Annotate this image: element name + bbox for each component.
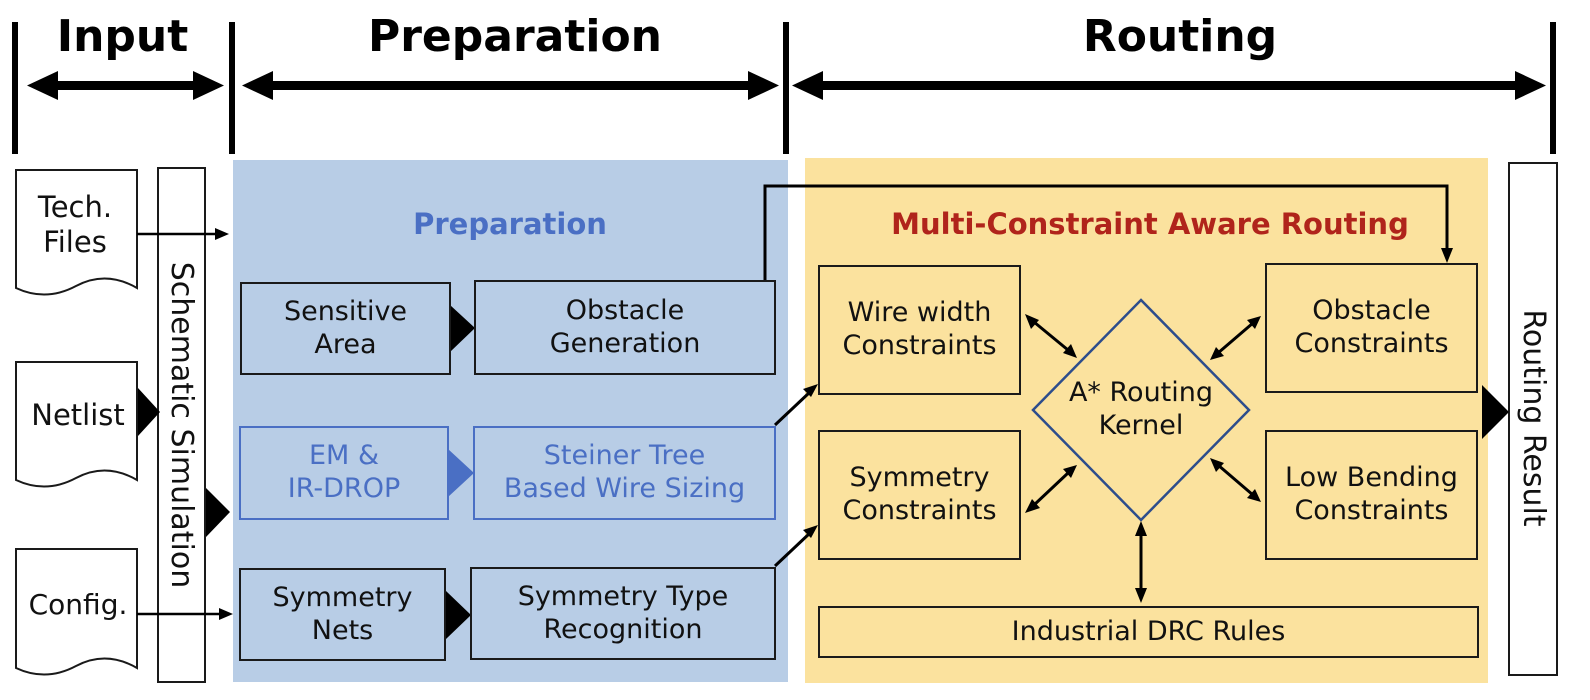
symmetry-constraints-box: Symmetry Constraints bbox=[818, 430, 1021, 560]
symmetry-kernel-arrow bbox=[1025, 465, 1077, 513]
stage-header-routing: Routing bbox=[1082, 11, 1278, 63]
sensitive-area-connector bbox=[450, 305, 475, 352]
a-star-kernel-label: A* Routing Kernel bbox=[1068, 377, 1214, 441]
steiner-to-wire-arrow bbox=[773, 384, 818, 427]
config-label: Config. bbox=[28, 587, 128, 621]
divider-bar bbox=[1550, 22, 1556, 154]
obstacle-constraints-box: Obstacle Constraints bbox=[1265, 263, 1478, 393]
drc-rules-box: Industrial DRC Rules bbox=[818, 606, 1479, 658]
divider-bar bbox=[783, 22, 789, 154]
schematic-simulation-bar bbox=[157, 167, 206, 683]
routing-result-bar bbox=[1508, 162, 1558, 676]
steiner-tree-label: Steiner Tree Based Wire Sizing bbox=[503, 440, 746, 504]
sensitive-area-box: Sensitive Area bbox=[240, 282, 451, 375]
preparation-panel bbox=[233, 160, 788, 682]
preparation-span-arrow bbox=[242, 71, 779, 100]
symmetry-nets-connector bbox=[446, 591, 471, 639]
wire-width-box: Wire width Constraints bbox=[818, 265, 1021, 395]
input-span-arrow bbox=[27, 71, 224, 100]
obstacle-route-arrow bbox=[763, 184, 1453, 280]
low-bending-box: Low Bending Constraints bbox=[1265, 430, 1478, 560]
tech-files-arrow bbox=[137, 228, 229, 240]
steiner-tree-box: Steiner Tree Based Wire Sizing bbox=[473, 426, 776, 520]
routing-result-label: Routing Result bbox=[1516, 309, 1552, 527]
obstacle-kernel-arrow bbox=[1210, 316, 1261, 360]
netlist-label: Netlist bbox=[31, 398, 125, 433]
routing-result-connector bbox=[1482, 385, 1509, 439]
a-star-kernel-diamond bbox=[1031, 298, 1251, 522]
divider-bar bbox=[12, 22, 18, 154]
symtype-to-symconstraint-arrow bbox=[773, 525, 818, 568]
bending-kernel-arrow bbox=[1210, 458, 1261, 502]
wire-width-label: Wire width Constraints bbox=[842, 297, 997, 361]
symmetry-type-box: Symmetry Type Recognition bbox=[470, 567, 776, 660]
tech-files-label: Tech. Files bbox=[37, 189, 113, 259]
symmetry-constraints-label: Symmetry Constraints bbox=[842, 462, 997, 526]
config-document bbox=[15, 548, 138, 676]
low-bending-label: Low Bending Constraints bbox=[1285, 462, 1458, 526]
obstacle-constraints-label: Obstacle Constraints bbox=[1294, 295, 1449, 359]
sensitive-area-label: Sensitive Area bbox=[283, 295, 408, 360]
symmetry-nets-label: Symmetry Nets bbox=[272, 581, 413, 646]
em-ir-drop-box: EM & IR-DROP bbox=[239, 426, 449, 520]
netlist-document bbox=[15, 361, 138, 488]
routing-span-arrow bbox=[792, 71, 1546, 100]
symmetry-type-label: Symmetry Type Recognition bbox=[517, 580, 729, 645]
obstacle-generation-box: Obstacle Generation bbox=[474, 280, 776, 375]
config-arrow bbox=[137, 608, 233, 620]
obstacle-generation-label: Obstacle Generation bbox=[549, 294, 701, 359]
routing-title: Multi-Constraint Aware Routing bbox=[891, 207, 1409, 242]
stage-header-preparation: Preparation bbox=[367, 11, 663, 63]
divider-bar bbox=[229, 22, 235, 154]
tech-files-document bbox=[15, 169, 138, 296]
preparation-title: Preparation bbox=[413, 207, 607, 242]
drc-kernel-arrow bbox=[1135, 521, 1147, 603]
drc-rules-label: Industrial DRC Rules bbox=[1011, 615, 1286, 647]
wire-kernel-arrow bbox=[1025, 314, 1077, 358]
schematic-simulation-label: Schematic Simulation bbox=[164, 261, 200, 589]
em-ir-drop-label: EM & IR-DROP bbox=[287, 440, 401, 504]
netlist-connector bbox=[138, 388, 160, 436]
simulation-connector bbox=[206, 488, 230, 537]
symmetry-nets-box: Symmetry Nets bbox=[239, 568, 446, 661]
stage-header-input: Input bbox=[56, 11, 189, 63]
em-connector bbox=[448, 449, 474, 497]
